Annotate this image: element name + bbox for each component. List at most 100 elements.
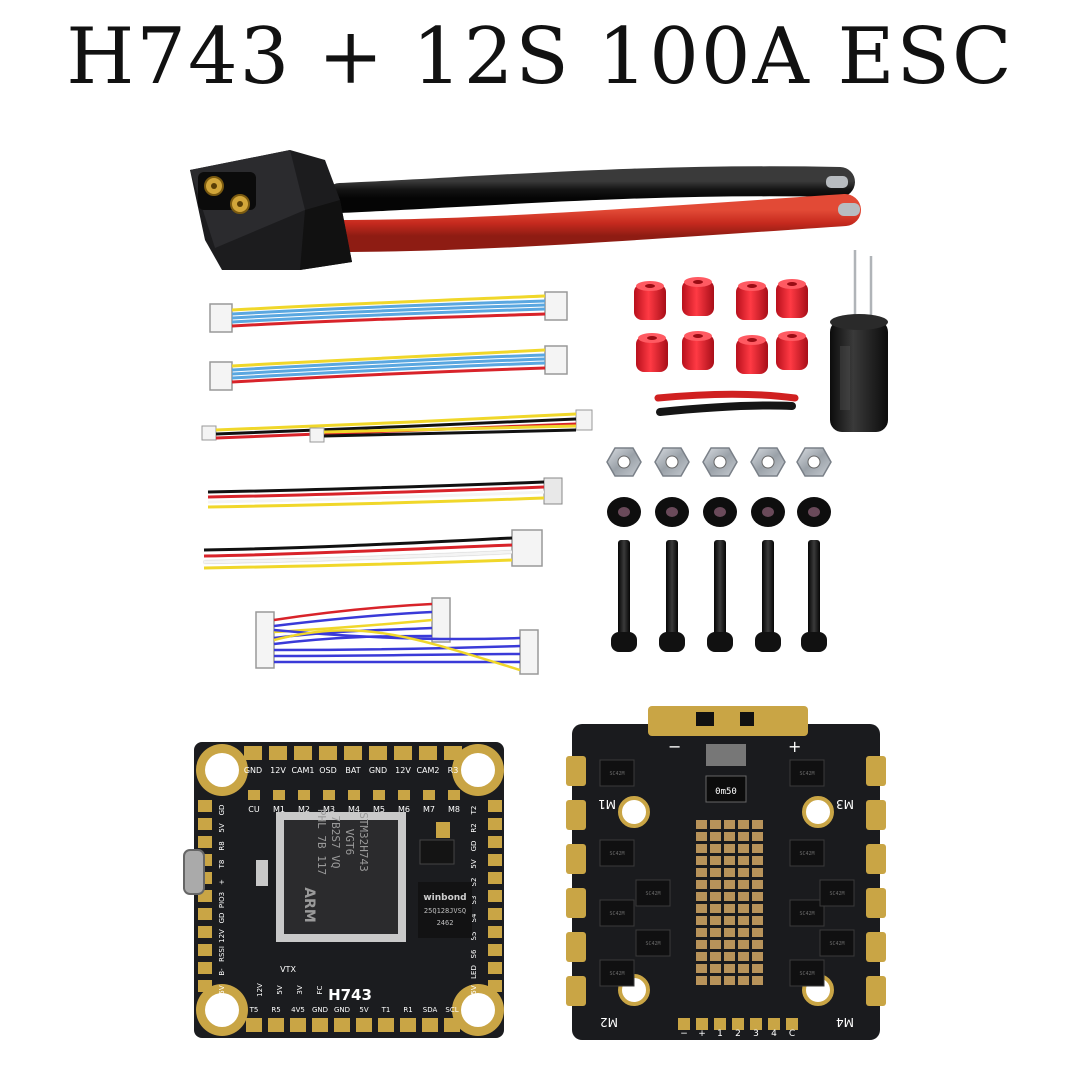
mosfet [789,899,825,927]
grommet-hole [647,336,657,340]
shunt-label: 0m50 [715,787,737,797]
fc-right-pad [488,836,502,848]
bus-pad [724,844,735,853]
esc-left-pad [566,844,586,874]
bus-pad [752,820,763,829]
esc-left-pad [566,756,586,786]
bus-pad [738,892,749,901]
bus-pad [738,964,749,973]
esc-pin-pad [696,1018,708,1030]
bus-pad [724,880,735,889]
bus-pad [696,880,707,889]
fc-motor-pad [298,790,310,800]
fc-motor-label: M4 [348,805,360,814]
bus-pad [696,820,707,829]
fc-top-label: GND [369,766,387,775]
fc-bottom-label: SDA [423,1006,438,1014]
mosfet [599,839,635,867]
esc-pin-label: 2 [735,1029,741,1039]
fc-bottom-label: R5 [271,1006,280,1014]
esc-right-pad [866,800,886,830]
mosfet-marking: SC42M [645,941,660,947]
bus-pad [724,820,735,829]
bus-pad [724,928,735,937]
fc-top-label: GND [244,766,262,775]
fc-top-label: CAM2 [416,766,439,775]
fc-bottom-pad [268,1018,284,1032]
screw-shaft [666,540,678,636]
fc-right-label: LED [470,965,478,979]
fc-right-pad [488,890,502,902]
cable-set [201,291,593,675]
bus-pad [724,952,735,961]
bus-pad [738,820,749,829]
fc-top-pad [319,746,337,760]
fc-left-label: GD [218,805,226,816]
grommet-set [634,277,808,374]
grommet-hole [693,334,703,338]
esc-pin-label: 4 [771,1029,777,1039]
bus-pad [724,856,735,865]
bus-pad [752,892,763,901]
fc-top-label: R3 [448,766,459,775]
fc-right-pad [488,818,502,830]
page-title: H743 + 12S 100A ESC [66,12,1014,102]
esc-motor-pads [566,756,886,1006]
fc-right-label: S3 [470,896,478,905]
screw-head [801,632,827,652]
mosfet-marking: SC42M [799,771,814,777]
nut-hole [665,455,679,469]
bus-pad [696,940,707,949]
mosfet-marking: SC42M [609,771,624,777]
xt-connector [190,150,352,270]
mosfet [819,929,855,957]
fc-left-pad [198,836,212,848]
nut-hole [761,455,775,469]
screw-head [755,632,781,652]
screw-shaft [762,540,774,636]
power-lead [190,150,861,270]
fc-right-label: S5 [470,932,478,941]
bus-pad [738,880,749,889]
bus-pad [724,940,735,949]
fc-bottom-pad [378,1018,394,1032]
fc-top-label: 12V [395,766,411,775]
esc-m1-label: M1 [598,797,616,811]
esc-pin-pad [750,1018,762,1030]
esc-plus-label: + [788,737,801,756]
bus-pad [696,916,707,925]
esc-pin-label: − [680,1029,688,1039]
screw-head [707,632,733,652]
mosfet-marking: SC42M [609,851,624,857]
jst-cable [207,477,563,509]
mosfet [599,759,635,787]
esc-pin-pad [732,1018,744,1030]
bus-pad [696,904,707,913]
bus-pad [724,904,735,913]
fc-left-label: 5V [218,985,226,994]
washer-hole [808,507,820,517]
screw-shaft [618,540,630,636]
fc-left-label: 5V [218,823,226,832]
bus-pad [724,892,735,901]
fc-right-label: S4 [470,913,478,922]
screw-head [611,632,637,652]
fc-bottom-label: GND [312,1006,328,1014]
bus-pad [738,976,749,985]
grommet [682,334,714,370]
bus-pad [738,868,749,877]
fc-bottom-label: GND [334,1006,350,1014]
esc-pin-pad [786,1018,798,1030]
bus-pad [696,964,707,973]
fc-left-pad [198,944,212,956]
nut-hole [713,455,727,469]
mosfet [789,959,825,987]
fc-top-pad [369,746,387,760]
flash-brand: winbond [423,893,466,903]
grommet [636,336,668,372]
fc-power-label: FC [316,985,324,994]
fc-bottom-pad [356,1018,372,1032]
esc-m4-label: M4 [836,1015,854,1029]
fc-top-pad [269,746,287,760]
fc-motor-label: CU [248,805,260,814]
